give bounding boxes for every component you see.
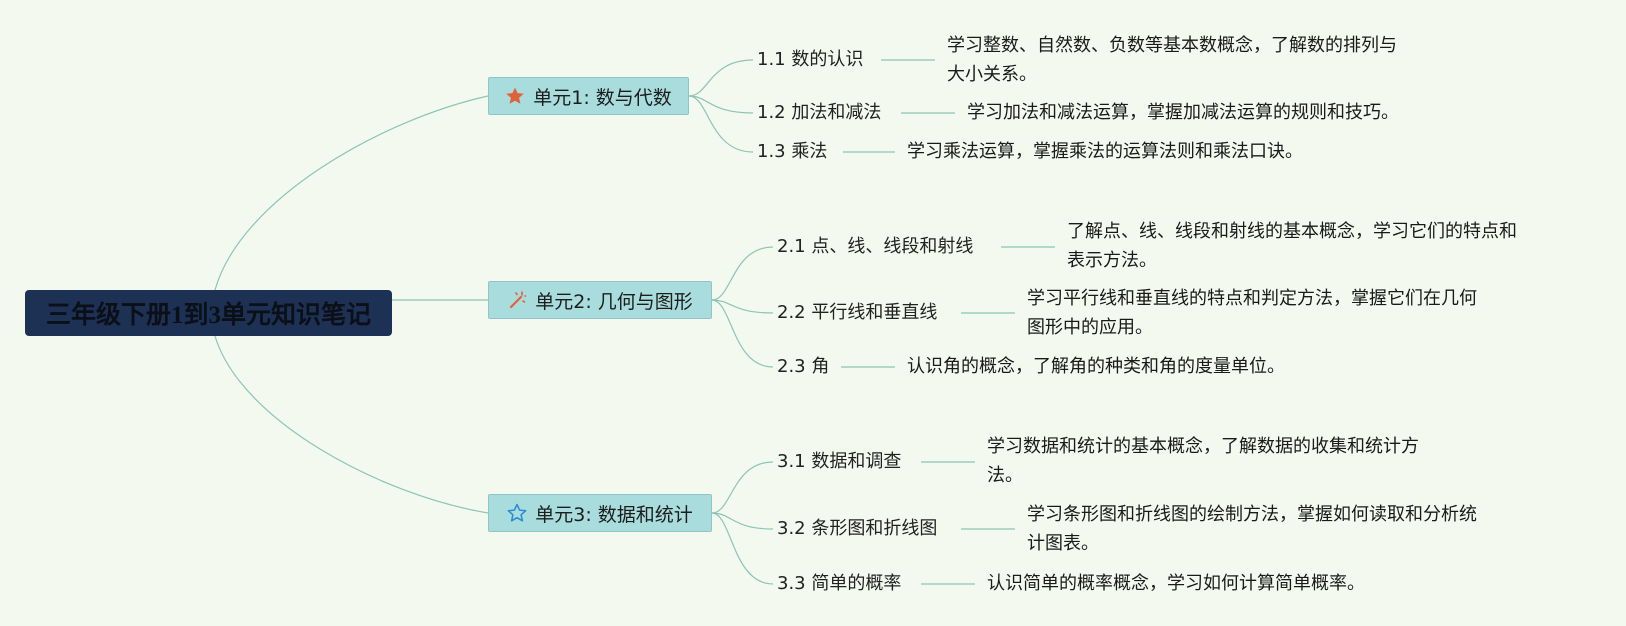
topic-3-3-desc: 认识简单的概率概念，学习如何计算简单概率。	[987, 569, 1365, 598]
desc-line: 学习整数、自然数、负数等基本数概念，了解数的排列与	[947, 35, 1397, 56]
unit-3-topic[interactable]: 单元3: 数据和统计	[488, 494, 712, 532]
topic-3-2-label[interactable]: 3.2 条形图和折线图	[777, 518, 938, 539]
connector-unit-2-topic-3	[711, 299, 774, 368]
connector-unit-2-topic-1	[711, 246, 774, 301]
connector-unit-3-topic-3	[711, 512, 774, 585]
desc-line: 学习乘法运算，掌握乘法的运算法则和乘法口诀。	[907, 141, 1303, 162]
topic-3-1-desc: 学习数据和统计的基本概念，了解数据的收集和统计方 法。	[987, 432, 1419, 490]
connector-unit-2-topic-2	[711, 299, 774, 314]
desc-line: 学习平行线和垂直线的特点和判定方法，掌握它们在几何	[1027, 288, 1477, 309]
connector-root-unit-1	[214, 95, 489, 291]
topic-1-1-label[interactable]: 1.1 数的认识	[757, 49, 864, 70]
desc-line: 了解点、线、线段和射线的基本概念，学习它们的特点和	[1067, 221, 1517, 242]
topic-2-1-label[interactable]: 2.1 点、线、线段和射线	[777, 236, 974, 257]
connector-unit-3-topic-2	[711, 512, 774, 530]
unit-1-topic[interactable]: 单元1: 数与代数	[488, 77, 689, 115]
connector-unit-3-topic-1	[711, 461, 774, 514]
desc-line: 大小关系。	[947, 64, 1037, 85]
desc-line: 学习数据和统计的基本概念，了解数据的收集和统计方	[987, 436, 1419, 457]
topic-1-2-label[interactable]: 1.2 加法和减法	[757, 102, 882, 123]
outline-star-icon	[507, 503, 527, 523]
connector-root-unit-3	[214, 335, 489, 514]
desc-line: 表示方法。	[1067, 250, 1157, 271]
topic-2-2-label[interactable]: 2.2 平行线和垂直线	[777, 302, 938, 323]
topic-3-3-label[interactable]: 3.3 简单的概率	[777, 573, 902, 594]
topic-2-1-desc: 了解点、线、线段和射线的基本概念，学习它们的特点和 表示方法。	[1067, 217, 1517, 275]
desc-line: 认识简单的概率概念，学习如何计算简单概率。	[987, 573, 1365, 594]
desc-line: 图形中的应用。	[1027, 317, 1153, 338]
magic-wand-icon	[507, 290, 527, 310]
topic-1-3-label[interactable]: 1.3 乘法	[757, 141, 828, 162]
desc-line: 计图表。	[1027, 533, 1099, 554]
topic-2-3-label[interactable]: 2.3 角	[777, 356, 830, 377]
unit-2-label: 单元2: 几何与图形	[535, 290, 693, 313]
topic-1-2-desc: 学习加法和减法运算，掌握加减法运算的规则和技巧。	[967, 98, 1399, 127]
desc-line: 学习加法和减法运算，掌握加减法运算的规则和技巧。	[967, 102, 1399, 123]
unit-1-label: 单元1: 数与代数	[533, 86, 672, 109]
topic-1-1-desc: 学习整数、自然数、负数等基本数概念，了解数的排列与 大小关系。	[947, 31, 1397, 89]
desc-line: 法。	[987, 465, 1023, 486]
root-topic[interactable]: 三年级下册1到3单元知识笔记	[25, 290, 392, 336]
desc-line: 学习条形图和折线图的绘制方法，掌握如何读取和分析统	[1027, 504, 1477, 525]
filled-star-icon	[505, 86, 525, 106]
connector-unit-1-topic-2	[688, 95, 754, 114]
topic-3-2-desc: 学习条形图和折线图的绘制方法，掌握如何读取和分析统 计图表。	[1027, 500, 1477, 558]
topic-3-1-label[interactable]: 3.1 数据和调查	[777, 451, 902, 472]
desc-line: 认识角的概念，了解角的种类和角的度量单位。	[907, 356, 1285, 377]
connector-unit-1-topic-1	[688, 59, 754, 97]
connector-unit-1-topic-3	[688, 95, 754, 153]
topic-2-2-desc: 学习平行线和垂直线的特点和判定方法，掌握它们在几何 图形中的应用。	[1027, 284, 1477, 342]
topic-2-3-desc: 认识角的概念，了解角的种类和角的度量单位。	[907, 352, 1285, 381]
unit-2-topic[interactable]: 单元2: 几何与图形	[488, 281, 712, 319]
topic-1-3-desc: 学习乘法运算，掌握乘法的运算法则和乘法口诀。	[907, 137, 1303, 166]
unit-3-label: 单元3: 数据和统计	[535, 503, 693, 526]
